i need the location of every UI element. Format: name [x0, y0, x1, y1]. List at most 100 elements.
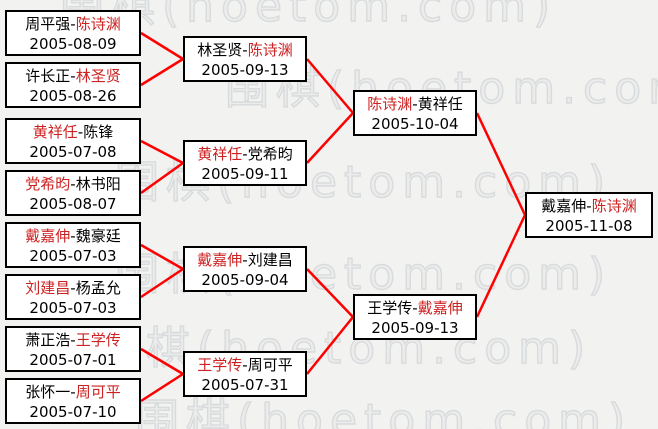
- match-date: 2005-09-11: [201, 165, 289, 183]
- player-name: 陈锋: [83, 123, 114, 141]
- player-name: 王学传: [197, 356, 243, 374]
- match-box-r1m3: 黄祥任-陈锋 2005-07-08: [5, 118, 141, 164]
- vs-dash: -: [242, 251, 248, 269]
- match-date: 2005-07-31: [201, 376, 289, 394]
- player-name: 戴嘉伸: [197, 251, 243, 269]
- player-name: 黄祥任: [417, 95, 463, 113]
- player-name: 张怀一: [25, 383, 71, 401]
- match-date: 2005-07-08: [29, 143, 117, 161]
- player-name: 林书阳: [75, 175, 121, 193]
- player-name: 刘建昌: [247, 251, 293, 269]
- match-box-r1m7: 萧正浩-王学传 2005-07-01: [5, 326, 141, 372]
- match-players: 黄祥任-党希昀: [185, 144, 305, 164]
- connector-line: [475, 214, 527, 318]
- connector-line: [140, 57, 184, 87]
- player-name: 周平强: [25, 15, 71, 33]
- vs-dash: -: [412, 95, 418, 113]
- player-name: 王学传: [367, 299, 413, 317]
- connector-line: [475, 112, 527, 216]
- player-name: 杨孟允: [75, 279, 121, 297]
- vs-dash: -: [70, 331, 76, 349]
- player-name: 王学传: [75, 331, 121, 349]
- match-box-r2m2: 黄祥任-党希昀 2005-09-11: [183, 140, 307, 186]
- player-name: 黄祥任: [197, 145, 243, 163]
- match-box-r1m1: 周平强-陈诗渊 2005-08-09: [5, 10, 141, 56]
- match-box-r2m3: 戴嘉伸-刘建昌 2005-09-04: [183, 246, 307, 292]
- match-box-r1m6: 刘建昌-杨孟允 2005-07-03: [5, 274, 141, 320]
- connector-line: [306, 58, 354, 114]
- match-box-r1m2: 许长正-林圣贤 2005-08-26: [5, 62, 141, 108]
- match-date: 2005-08-07: [29, 195, 117, 213]
- vs-dash: -: [412, 299, 418, 317]
- vs-dash: -: [586, 197, 592, 215]
- match-players: 黄祥任-陈锋: [7, 122, 139, 142]
- player-name: 戴嘉伸: [417, 299, 463, 317]
- match-date: 2005-08-09: [29, 35, 117, 53]
- vs-dash: -: [70, 15, 76, 33]
- match-date: 2005-11-08: [545, 217, 633, 235]
- connector-line: [140, 243, 184, 271]
- match-players: 林圣贤-陈诗渊: [185, 40, 305, 60]
- match-box-r1m5: 戴嘉伸-魏豪廷 2005-07-03: [5, 222, 141, 268]
- vs-dash: -: [70, 67, 76, 85]
- match-players: 萧正浩-王学传: [7, 330, 139, 350]
- vs-dash: -: [77, 123, 84, 141]
- match-players: 戴嘉伸-陈诗渊: [527, 196, 651, 216]
- match-players: 王学传-戴嘉伸: [355, 298, 475, 318]
- match-date: 2005-10-04: [371, 115, 459, 133]
- vs-dash: -: [70, 279, 76, 297]
- connector-line: [140, 31, 184, 61]
- match-box-r1m8: 张怀一-周可平 2005-07-10: [5, 378, 141, 424]
- player-name: 党希昀: [247, 145, 293, 163]
- connector-line: [140, 372, 184, 403]
- match-box-final: 戴嘉伸-陈诗渊 2005-11-08: [525, 192, 653, 238]
- vs-dash: -: [70, 175, 76, 193]
- match-date: 2005-09-04: [201, 271, 289, 289]
- connector-line: [306, 316, 354, 375]
- match-players: 许长正-林圣贤: [7, 66, 139, 86]
- vs-dash: -: [242, 145, 248, 163]
- match-date: 2005-07-01: [29, 351, 117, 369]
- match-players: 党希昀-林书阳: [7, 174, 139, 194]
- match-box-r3m2: 王学传-戴嘉伸 2005-09-13: [353, 294, 477, 340]
- match-players: 戴嘉伸-魏豪廷: [7, 226, 139, 246]
- player-name: 许长正: [25, 67, 71, 85]
- player-name: 陈诗渊: [367, 95, 413, 113]
- match-box-r3m1: 陈诗渊-黄祥任 2005-10-04: [353, 90, 477, 136]
- match-box-r2m4: 王学传-周可平 2005-07-31: [183, 351, 307, 397]
- player-name: 萧正浩: [25, 331, 71, 349]
- vs-dash: -: [242, 356, 248, 374]
- vs-dash: -: [70, 383, 76, 401]
- vs-dash: -: [70, 227, 76, 245]
- player-name: 黄祥任: [32, 123, 78, 141]
- match-players: 王学传-周可平: [185, 355, 305, 375]
- match-date: 2005-07-10: [29, 403, 117, 421]
- match-players: 刘建昌-杨孟允: [7, 278, 139, 298]
- player-name: 林圣贤: [197, 41, 243, 59]
- match-date: 2005-09-13: [371, 319, 459, 337]
- player-name: 戴嘉伸: [541, 197, 587, 215]
- player-name: 戴嘉伸: [25, 227, 71, 245]
- player-name: 陈诗渊: [75, 15, 121, 33]
- player-name: 林圣贤: [75, 67, 121, 85]
- connector-line: [306, 268, 354, 318]
- match-date: 2005-08-26: [29, 87, 117, 105]
- match-box-r1m4: 党希昀-林书阳 2005-08-07: [5, 170, 141, 216]
- player-name: 陈诗渊: [247, 41, 293, 59]
- player-name: 周可平: [247, 356, 293, 374]
- player-name: 党希昀: [25, 175, 71, 193]
- connector-line: [140, 161, 184, 195]
- match-players: 陈诗渊-黄祥任: [355, 94, 475, 114]
- match-players: 周平强-陈诗渊: [7, 14, 139, 34]
- player-name: 魏豪廷: [75, 227, 121, 245]
- match-date: 2005-07-03: [29, 247, 117, 265]
- connector-line: [140, 267, 184, 299]
- player-name: 周可平: [75, 383, 121, 401]
- connector-line: [140, 139, 184, 165]
- match-date: 2005-07-03: [29, 299, 117, 317]
- match-players: 戴嘉伸-刘建昌: [185, 250, 305, 270]
- player-name: 陈诗渊: [591, 197, 637, 215]
- match-players: 张怀一-周可平: [7, 382, 139, 402]
